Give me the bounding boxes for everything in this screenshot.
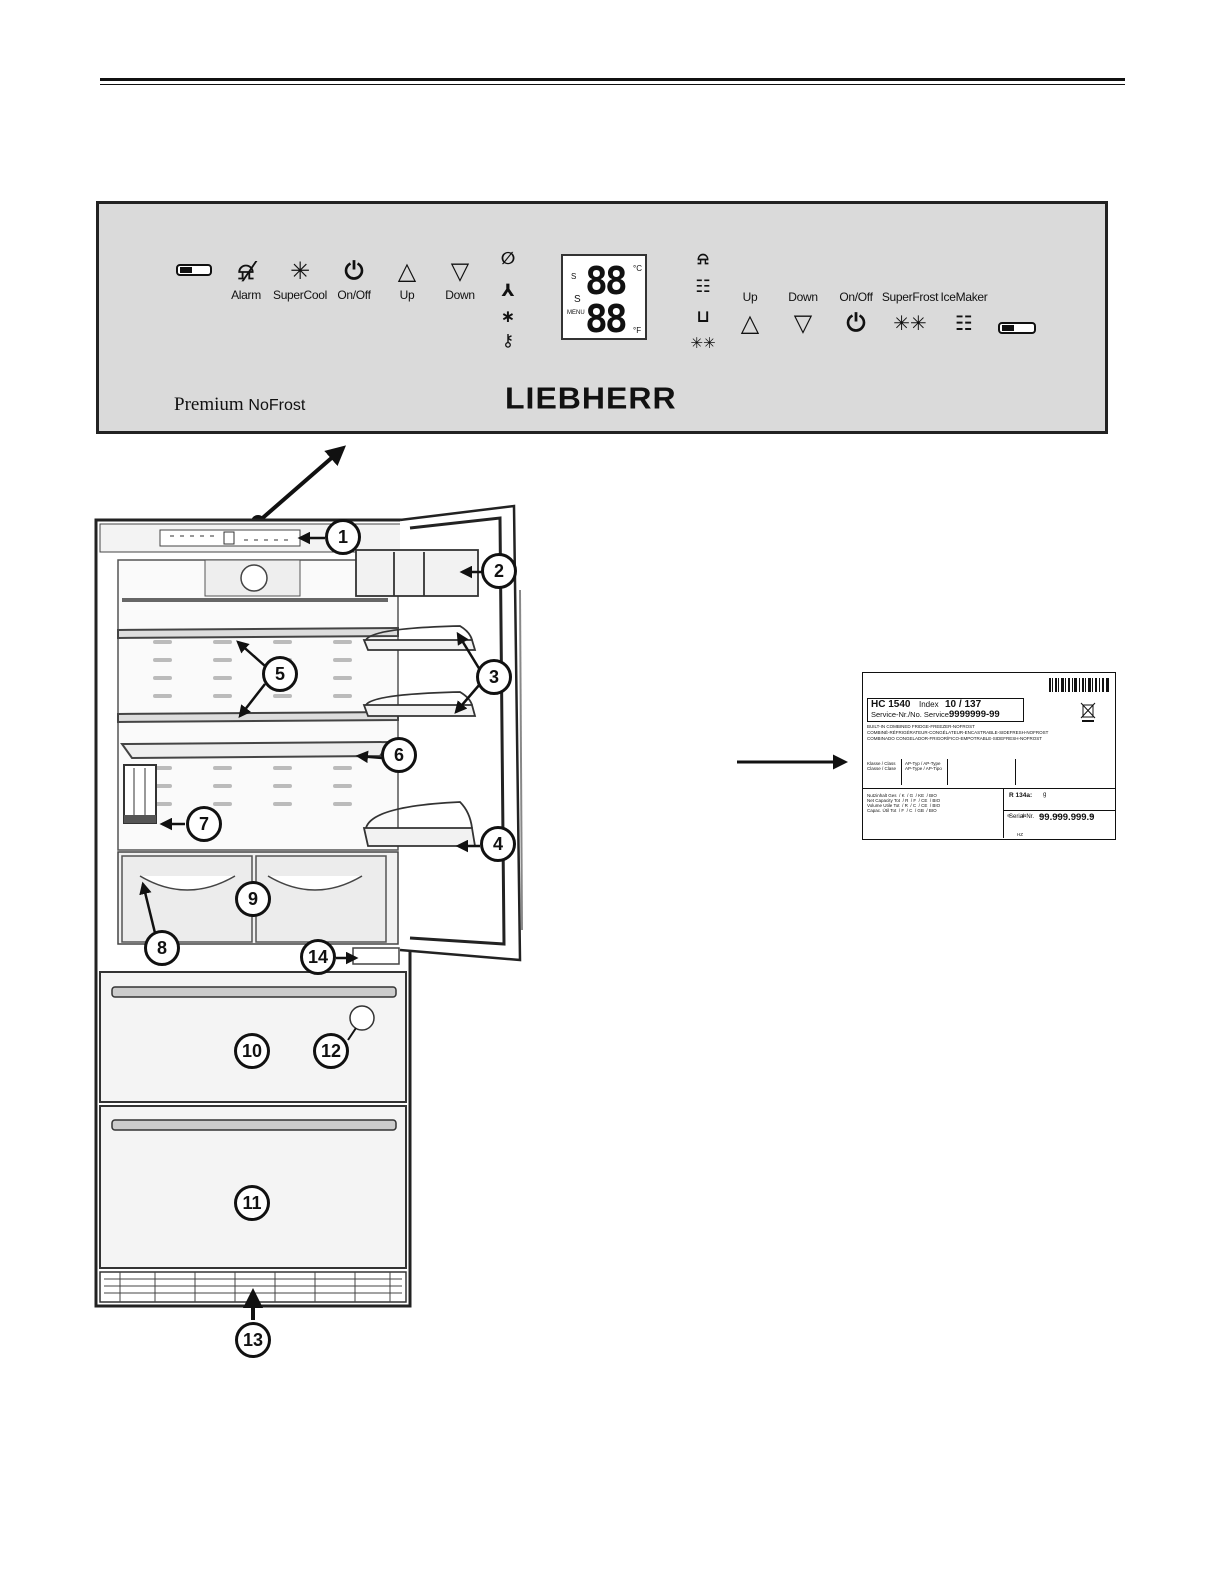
alarm-off-status-icon: ∅ — [500, 249, 516, 269]
display-unit-fahrenheit: °F — [633, 326, 642, 335]
icecube-icon: ☷ — [955, 311, 973, 335]
battery-indicator-right-icon — [998, 322, 1036, 334]
display-digits-top: 88 — [585, 259, 628, 303]
snowflake-icon: ✳ — [289, 257, 311, 285]
plate-index-value: 10 / 137 — [945, 699, 982, 710]
down-button-left[interactable]: ▽ Down — [425, 256, 495, 302]
plate-serial-label: Serial-Nr. — [1009, 814, 1035, 820]
icemaker-knob — [349, 1005, 375, 1031]
power-icon: ⏻ — [846, 309, 866, 337]
plate-service-label: Service-Nr./No. Service: — [871, 710, 952, 719]
triangle-up-icon: △ — [397, 257, 417, 285]
barcode-icon — [1049, 678, 1109, 692]
plate-service-value: 9999999-99 — [949, 709, 1000, 720]
up-button-right[interactable]: Up △ — [715, 290, 785, 338]
on-off-button-right[interactable]: On/Off ⏻ — [821, 290, 891, 338]
callout-12: 12 — [313, 1033, 349, 1069]
callout-8: 8 — [144, 930, 180, 966]
plate-desc-3: COMBINADO CONGELADOR-FRIGORÍFICO-EMPOTRA… — [867, 736, 1043, 741]
liebherr-logo: LIEBHERR — [505, 380, 677, 416]
plate-serial-value: 99.999.999.9 — [1039, 812, 1095, 823]
water-tray-status-icon: ⊔ — [696, 307, 710, 327]
star-status-icon: ∗ — [500, 307, 516, 327]
brand-premium-nofrost: Premium NoFrost — [174, 394, 306, 415]
temperature-display: S S MENU 88 88 °C °F — [561, 254, 647, 340]
bottle-holder — [123, 764, 157, 824]
triangle-down-icon: ▽ — [450, 257, 470, 285]
control-panel: ⍾̸ Alarm ✳ SuperCool ⏻ On/Off △ Up ▽ Dow… — [96, 201, 1108, 434]
callout-13: 13 — [235, 1322, 271, 1358]
crisper-drawer-right — [255, 855, 387, 943]
weee-bin-icon — [1080, 702, 1096, 722]
plug-icon: ⊖ — [1007, 813, 1011, 818]
plate-electrical-row: ⊖ W A AC ~ V HZ — [1007, 813, 1094, 837]
plate-index-label: Index — [919, 700, 939, 709]
up-button-left[interactable]: △ Up — [372, 256, 442, 302]
callout-4: 4 — [480, 826, 516, 862]
superfrost-button[interactable]: SuperFrost ✳✳ — [875, 290, 945, 338]
plate-model: HC 1540 — [871, 699, 911, 710]
display-digits-bottom: 88 — [585, 297, 628, 341]
triangle-up-icon: △ — [740, 309, 760, 337]
fan-icon — [240, 564, 268, 592]
display-s-label: S — [574, 294, 581, 305]
bell-status-icon: ⍾ — [697, 249, 709, 269]
callout-1: 1 — [325, 519, 361, 555]
alarm-off-icon: ⍾̸ — [238, 257, 254, 285]
display-menu-label: MENU — [567, 310, 585, 316]
callout-2: 2 — [481, 553, 517, 589]
down-button-right[interactable]: Down ▽ — [768, 290, 838, 338]
triangle-down-icon: ▽ — [793, 309, 813, 337]
icecube-status-icon: ☷ — [695, 277, 711, 297]
plate-class-label: Klasse / Class Classe / Clase — [867, 761, 897, 771]
double-star-icon: ✳✳ — [893, 311, 927, 335]
callout-6: 6 — [381, 737, 417, 773]
callout-10: 10 — [234, 1033, 270, 1069]
supercool-button[interactable]: ✳ SuperCool — [265, 256, 335, 302]
callout-3: 3 — [476, 659, 512, 695]
plate-type-label: AP-Typ / AP-Type AP-Type / AP-Tipo — [905, 761, 942, 771]
header-rule-thin — [100, 84, 1125, 85]
plate-desc-2: COMBINÉ-RÉFRIGÉRATEUR-CONGÉLATEUR-ENCAST… — [867, 730, 1049, 735]
plate-model-box — [867, 698, 1024, 722]
double-star-status-icon: ✳✳ — [690, 334, 716, 352]
display-s-mark: S — [571, 272, 577, 281]
alarm-button[interactable]: ⍾̸ Alarm — [211, 256, 281, 302]
power-icon: ⏻ — [344, 257, 364, 285]
display-unit-celsius: °C — [633, 264, 642, 273]
callout-9: 9 — [235, 881, 271, 917]
battery-indicator-left-icon — [176, 264, 212, 276]
key-lock-status-icon: ⚷ — [501, 331, 515, 351]
header-rule-thick — [100, 78, 1125, 81]
callout-5: 5 — [262, 656, 298, 692]
icemaker-button[interactable]: IceMaker ☷ — [929, 290, 999, 338]
panel-pointer-arrow — [256, 445, 347, 524]
plate-desc-1: BUILT-IN COMBINED FRIDGE-FREEZER-NOFROST — [867, 724, 975, 729]
callout-11: 11 — [234, 1185, 270, 1221]
plate-refrigerant-unit: g — [1043, 792, 1047, 798]
plate-capacity-table: Nutzinhalt Ges / K / G / KE / BIO Net Ca… — [867, 793, 941, 813]
on-off-button-left[interactable]: ⏻ On/Off — [319, 256, 389, 302]
plate-refrigerant: R 134a: — [1009, 792, 1033, 799]
ventilation-status-icon: ⅄ — [501, 281, 515, 301]
callout-7: 7 — [186, 806, 222, 842]
callout-14: 14 — [300, 939, 336, 975]
rating-plate: HC 1540 Index 10 / 137 Service-Nr./No. S… — [862, 672, 1116, 840]
egg-tray — [355, 549, 479, 597]
crisper-drawer-left — [121, 855, 253, 943]
